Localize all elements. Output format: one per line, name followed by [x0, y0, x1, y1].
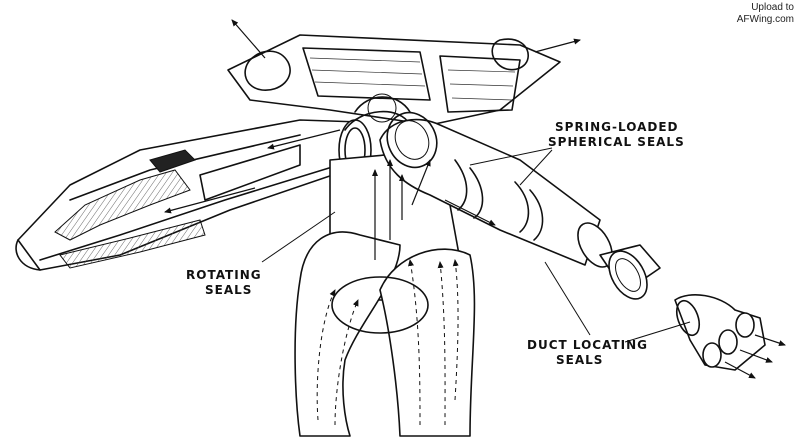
duct-locating-seal-cup [599, 244, 661, 300]
label-rotating: ROTATING [186, 268, 262, 282]
left-duct [15, 119, 363, 271]
label-duct-locating: DUCT LOCATING [527, 338, 648, 352]
flow-arrows [164, 19, 786, 426]
watermark-line-1: Upload to [751, 2, 794, 13]
label-spherical-seals: SPHERICAL SEALS [548, 135, 685, 149]
label-spring-loaded: SPRING-LOADED [555, 120, 679, 134]
nozzle-end-piece [674, 294, 766, 371]
leader-lines [261, 147, 691, 343]
y-manifold [294, 110, 476, 437]
watermark-line-2: AFWing.com [736, 14, 794, 25]
upper-frame [227, 34, 561, 126]
label-rotating-seals: SEALS [205, 283, 253, 297]
label-duct-locating-seals: SEALS [556, 353, 604, 367]
